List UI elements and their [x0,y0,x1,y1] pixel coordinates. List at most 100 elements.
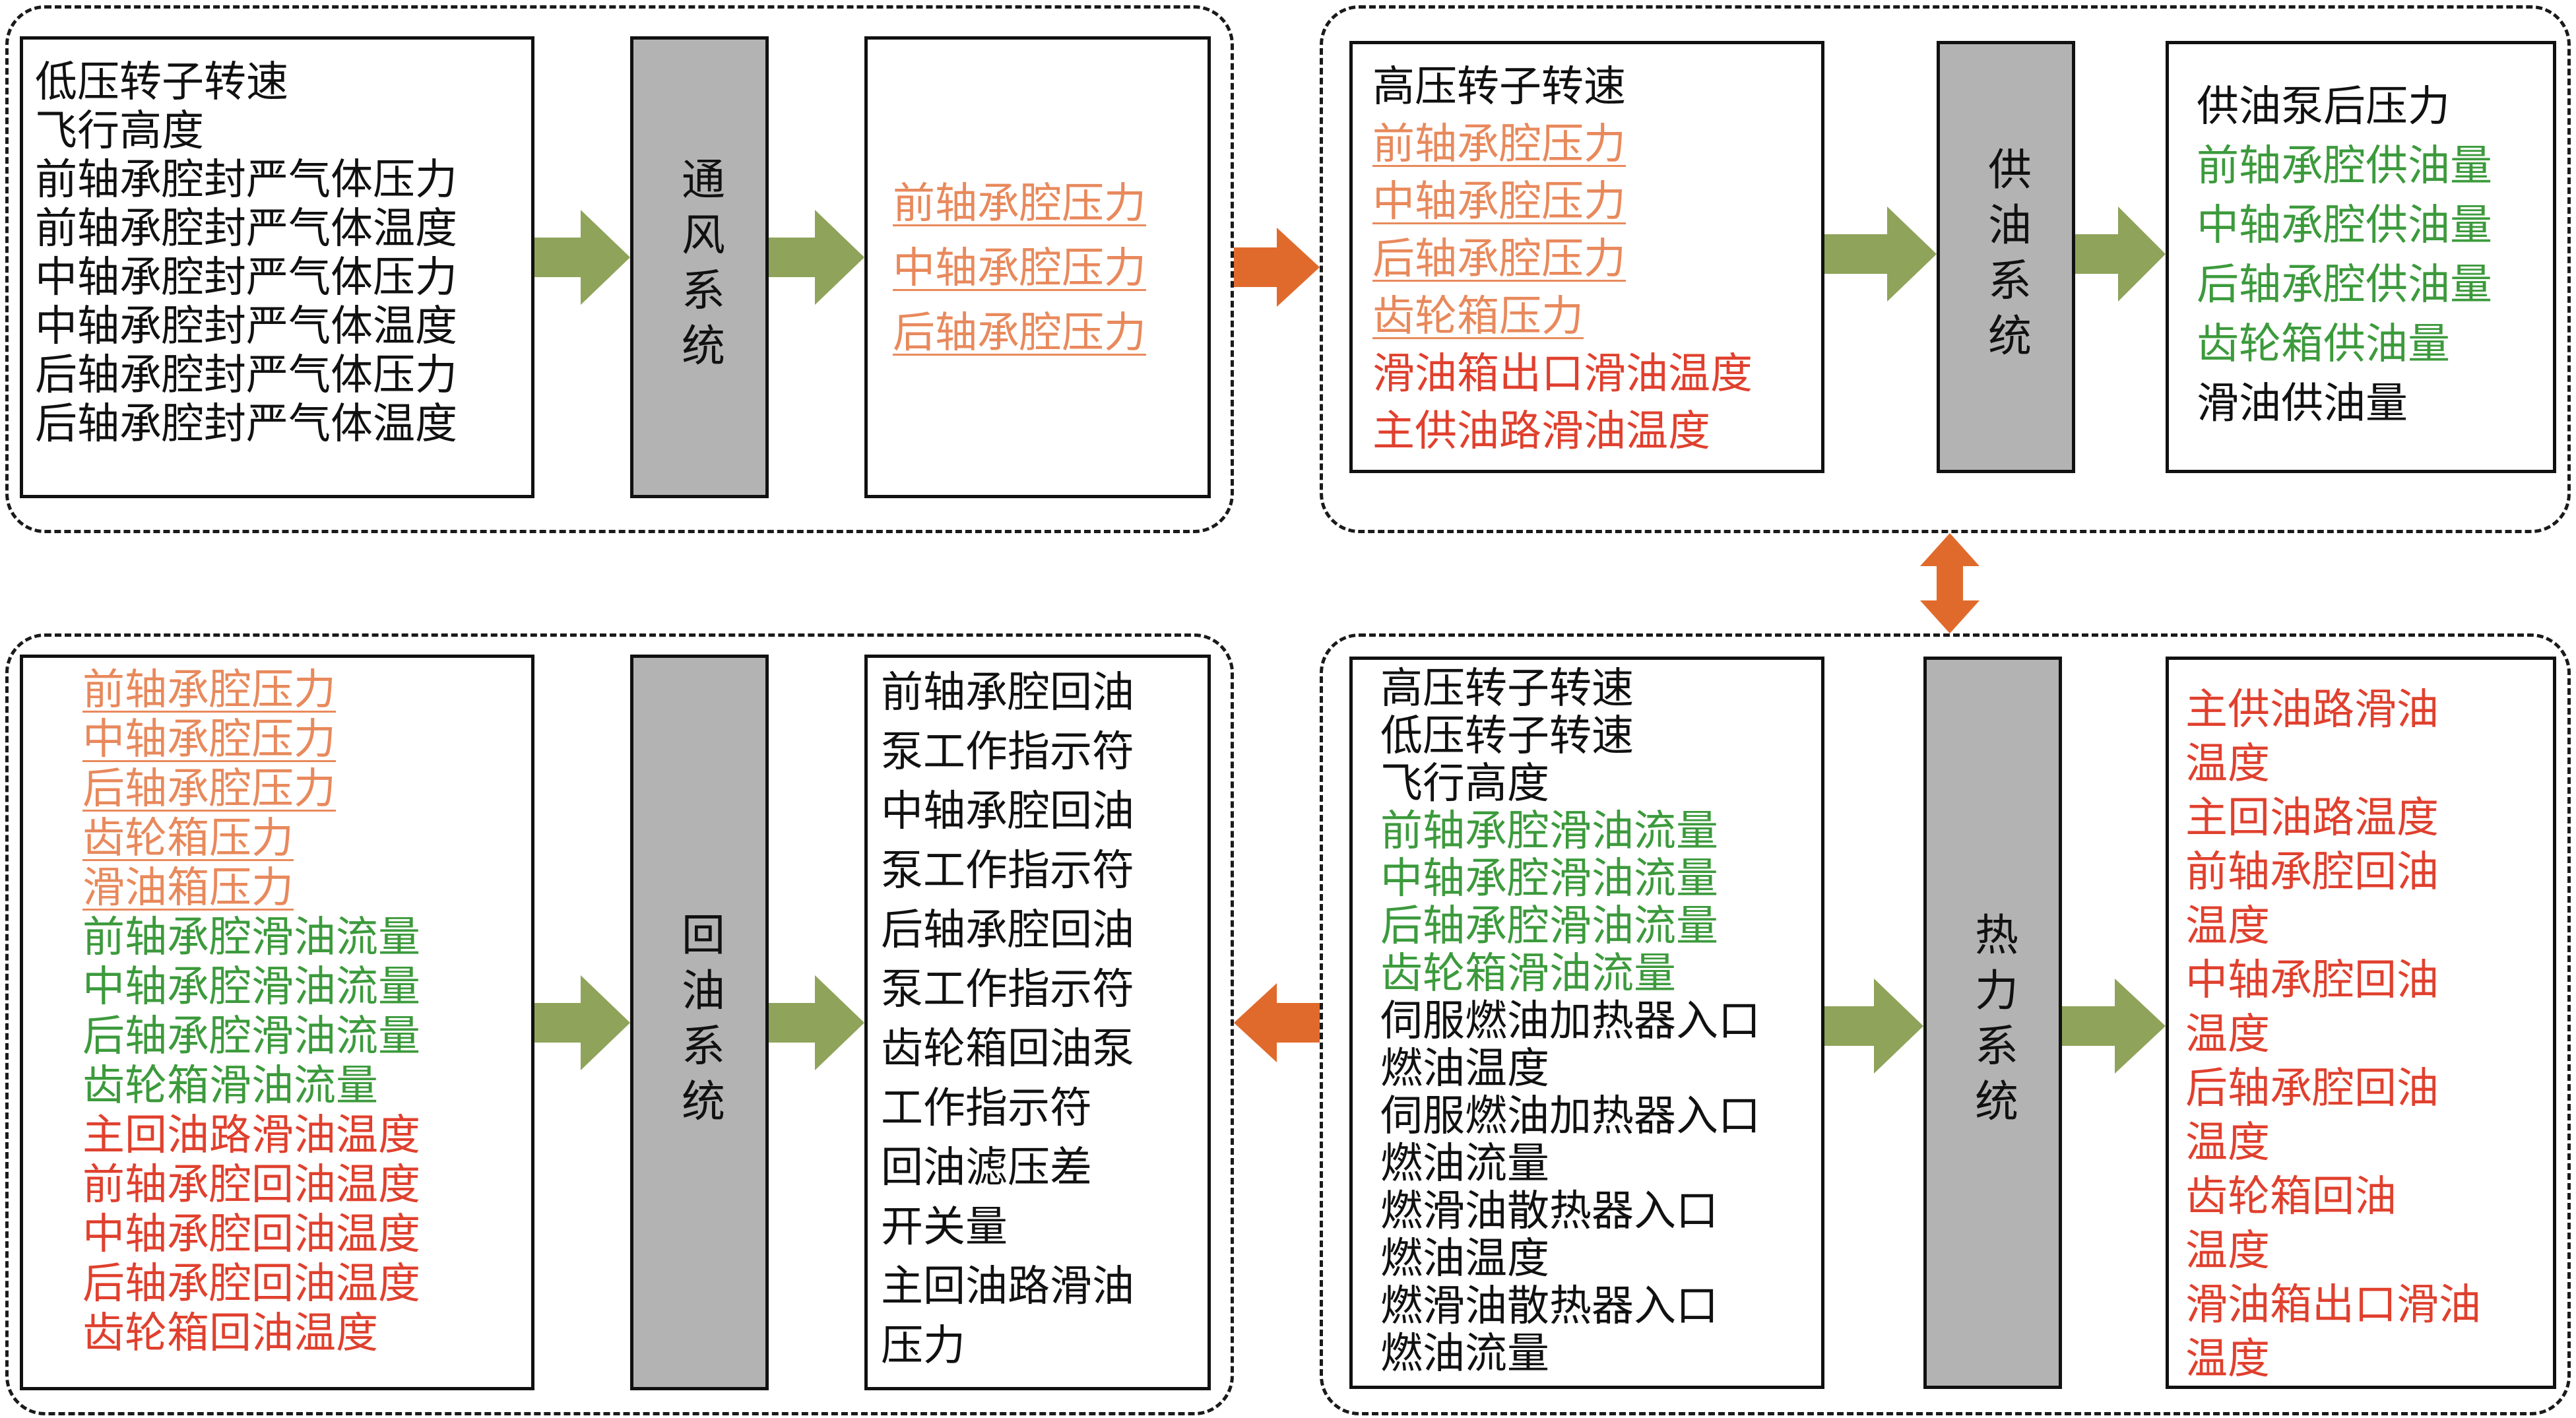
line-item: 后轴承腔压力 [82,765,336,814]
line-item: 滑油供油量 [2197,379,2408,428]
line-item: 后轴承腔压力 [1372,235,1626,284]
line-item: 后轴承腔封严气体压力 [35,351,457,400]
line-item: 滑油箱压力 [82,864,294,913]
thermal-outputs: 主供油路滑油温度主回油路温度前轴承腔回油温度中轴承腔回油温度后轴承腔回油温度齿轮… [2185,683,2481,1386]
line-item: 齿轮箱回油 [2185,1173,2397,1221]
line-item: 中轴承腔封严气体压力 [35,253,457,302]
thermal-inputs: 高压转子转速低压转子转速飞行高度前轴承腔滑油流量中轴承腔滑油流量后轴承腔滑油流量… [1380,665,1760,1378]
line-item: 温度 [2185,1118,2270,1167]
line-item: 飞行高度 [1380,759,1549,808]
line-item: 主回油路温度 [2185,794,2439,843]
line-item: 后轴承腔回油 [2185,1064,2439,1113]
line-item: 前轴承腔回油温度 [82,1161,420,1209]
line-item: 前轴承腔封严气体温度 [35,205,457,253]
line-item: 前轴承腔压力 [82,666,336,715]
line-item: 中轴承腔回油温度 [82,1210,420,1259]
return-outputs-box: 前轴承腔回油泵工作指示符中轴承腔回油泵工作指示符后轴承腔回油泵工作指示符齿轮箱回… [864,655,1211,1390]
line-item: 齿轮箱压力 [82,814,294,863]
line-item: 回油滤压差 [881,1144,1092,1192]
ventilation-group [5,5,1234,533]
line-item: 后轴承腔压力 [893,309,1146,358]
line-item: 温度 [2185,740,2270,789]
line-item: 低压转子转速 [35,58,288,107]
ventilation-inputs-box: 低压转子转速飞行高度前轴承腔封严气体压力前轴承腔封严气体温度中轴承腔封严气体压力… [20,36,534,498]
ventilation-outputs: 前轴承腔压力中轴承腔压力后轴承腔压力 [893,172,1146,366]
line-item: 高压转子转速 [1380,664,1634,713]
line-item: 齿轮箱滑油流量 [82,1062,378,1111]
return-inputs: 前轴承腔压力中轴承腔压力后轴承腔压力齿轮箱压力滑油箱压力前轴承腔滑油流量中轴承腔… [82,666,420,1359]
line-item: 主回油路滑油温度 [82,1111,420,1160]
line-item: 后轴承腔回油温度 [82,1260,420,1308]
line-item: 主供油路滑油 [2185,686,2439,734]
line-item: 中轴承腔压力 [893,244,1146,293]
return-group [5,633,1234,1415]
supply-inputs-box: 高压转子转速前轴承腔压力中轴承腔压力后轴承腔压力齿轮箱压力滑油箱出口滑油温度主供… [1349,41,1824,473]
supply-system-label: 供油系统 [1981,146,2032,368]
supply-outputs-box: 供油泵后压力前轴承腔供油量中轴承腔供油量后轴承腔供油量齿轮箱供油量滑油供油量 [2166,41,2556,473]
line-item: 主供油路滑油温度 [1372,407,1710,456]
line-item: 齿轮箱滑油流量 [1380,950,1676,998]
flow-arrow-return-out [769,975,864,1070]
line-item: 开关量 [881,1203,1008,1252]
line-item: 中轴承腔回油 [2185,956,2439,1005]
line-item: 燃油流量 [1380,1330,1549,1378]
transfer-arrow-vent-to-supply [1234,228,1320,307]
line-item: 中轴承腔滑油流量 [82,963,420,1012]
line-item: 前轴承腔压力 [1372,120,1626,169]
line-item: 中轴承腔回油 [881,787,1134,836]
line-item: 中轴承腔压力 [82,715,336,764]
line-item: 低压转子转速 [1380,712,1634,761]
thermal-group [1320,633,2571,1415]
flow-arrow-supply-in [1824,207,1937,302]
line-item: 前轴承腔封严气体压力 [35,156,457,205]
line-item: 前轴承腔回油 [881,668,1134,717]
line-item: 燃滑油散热器入口 [1380,1187,1718,1236]
supply-inputs: 高压转子转速前轴承腔压力中轴承腔压力后轴承腔压力齿轮箱压力滑油箱出口滑油温度主供… [1372,59,1753,461]
line-item: 伺服燃油加热器入口 [1380,997,1760,1046]
line-item: 主回油路滑油 [881,1262,1134,1311]
return-inputs-box: 前轴承腔压力中轴承腔压力后轴承腔压力齿轮箱压力滑油箱压力前轴承腔滑油流量中轴承腔… [20,655,534,1390]
thermal-system-label: 热力系统 [1968,912,2018,1134]
line-item: 后轴承腔滑油流量 [82,1012,420,1061]
line-item: 燃滑油散热器入口 [1380,1282,1718,1331]
line-item: 齿轮箱压力 [1372,292,1584,341]
flow-arrow-vent-in [534,210,630,305]
line-item: 前轴承腔回油 [2185,848,2439,897]
line-item: 中轴承腔供油量 [2197,201,2492,250]
ventilation-system-block: 通风系统 [630,36,769,498]
thermal-system-block: 热力系统 [1923,657,2062,1389]
line-item: 工作指示符 [881,1084,1092,1133]
ventilation-inputs: 低压转子转速飞行高度前轴承腔封严气体压力前轴承腔封严气体温度中轴承腔封严气体压力… [35,58,457,449]
thermal-outputs-box: 主供油路滑油温度主回油路温度前轴承腔回油温度中轴承腔回油温度后轴承腔回油温度齿轮… [2166,657,2556,1389]
flow-arrow-thermal-out [2062,979,2166,1074]
line-item: 高压转子转速 [1372,63,1626,112]
flow-arrow-vent-out [769,210,864,305]
line-item: 齿轮箱供油量 [2197,320,2450,369]
line-item: 泵工作指示符 [881,728,1134,777]
line-item: 温度 [2185,1227,2270,1275]
line-item: 燃油温度 [1380,1235,1549,1283]
line-item: 后轴承腔滑油流量 [1380,902,1718,951]
supply-group [1320,5,2571,533]
return-system-label: 回油系统 [674,911,725,1134]
line-item: 压力 [881,1322,965,1370]
return-system-block: 回油系统 [630,655,769,1390]
line-item: 后轴承腔封严气体温度 [35,400,457,449]
line-item: 温度 [2185,902,2270,951]
line-item: 滑油箱出口滑油温度 [1372,350,1753,399]
thermal-inputs-box: 高压转子转速低压转子转速飞行高度前轴承腔滑油流量中轴承腔滑油流量后轴承腔滑油流量… [1349,657,1824,1389]
line-item: 后轴承腔供油量 [2197,261,2492,309]
transfer-arrow-supply-thermal [1920,533,1980,633]
flow-arrow-thermal-in [1824,979,1923,1074]
ventilation-outputs-box: 前轴承腔压力中轴承腔压力后轴承腔压力 [864,36,1211,498]
return-outputs: 前轴承腔回油泵工作指示符中轴承腔回油泵工作指示符后轴承腔回油泵工作指示符齿轮箱回… [881,663,1134,1376]
supply-system-block: 供油系统 [1937,41,2075,473]
line-item: 泵工作指示符 [881,965,1134,1014]
line-item: 前轴承腔压力 [893,179,1146,228]
line-item: 齿轮箱回油泵 [881,1025,1134,1074]
line-item: 温度 [2185,1010,2270,1059]
line-item: 中轴承腔封严气体温度 [35,302,457,351]
flow-arrow-return-in [534,975,630,1070]
line-item: 前轴承腔供油量 [2197,142,2492,191]
